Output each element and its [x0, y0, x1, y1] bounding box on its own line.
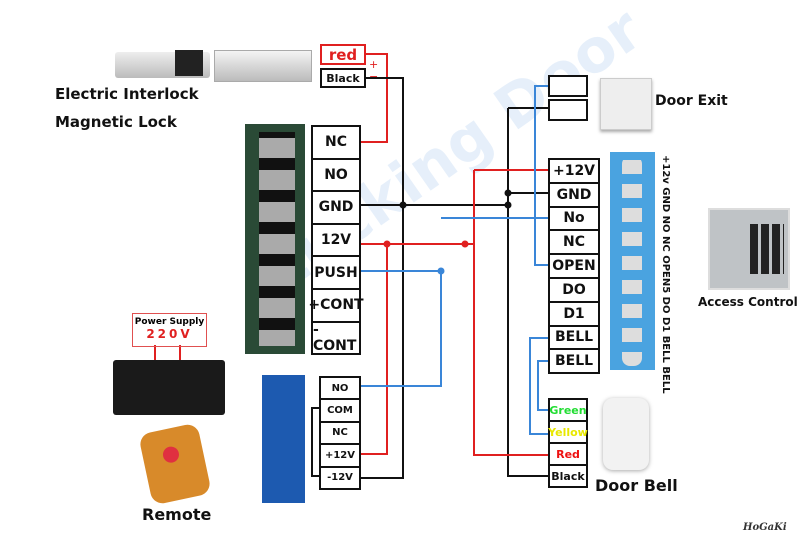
black-wire-lock: [361, 77, 404, 479]
bell-wire-label: Black: [548, 464, 588, 488]
controller-terminal-block: [610, 152, 655, 370]
junction-dot: [437, 267, 445, 275]
lock-wire-black: Black: [320, 68, 366, 88]
controller-terminal-label: NC: [548, 229, 600, 256]
power-supply-label: Power Supply: [134, 317, 205, 327]
controller-side-label: +12v GND NO NC OPEN5 DO D1 BELL BELL: [660, 155, 671, 394]
power-terminal-label: 12V: [311, 222, 361, 258]
relay-terminal-label: COM: [319, 398, 361, 423]
black-wire-exit: [507, 107, 548, 477]
bell-wire-label: Red: [548, 442, 588, 466]
relay-com-wire: [311, 407, 319, 477]
controller-terminal-label: OPEN: [548, 253, 600, 279]
junction-dot: [383, 240, 391, 248]
plus-sign: +: [369, 58, 378, 71]
relay-terminal-label: +12V: [319, 443, 361, 468]
relay-terminal-label: NO: [319, 376, 361, 401]
door-exit-title: Door Exit: [655, 93, 728, 109]
voltage-label: 220V: [146, 327, 193, 341]
remote-button: [161, 445, 181, 465]
door-exit-button-image: [600, 78, 652, 130]
power-terminal-label: GND: [311, 190, 361, 225]
blue-open-wire: [534, 85, 548, 266]
relay-terminal-label: -12V: [319, 465, 361, 490]
junction-dot: [399, 201, 407, 209]
power-supply-image: [113, 360, 225, 415]
junction-dot: [461, 240, 469, 248]
blue-push-wire: [361, 217, 548, 387]
door-exit-terminal-1: [548, 75, 588, 97]
minus-sign: −: [369, 70, 378, 83]
red-wire-lock: [361, 53, 388, 143]
bell-wire-label: Yellow: [548, 420, 588, 444]
red-12v-wire: [361, 169, 548, 456]
door-exit-terminal-2: [548, 99, 588, 121]
remote-title: Remote: [142, 505, 212, 524]
power-terminal-block: [245, 124, 305, 354]
bell-wire-label: Green: [548, 398, 588, 422]
relay-module-image: [262, 375, 305, 503]
door-bell-title: Door Bell: [595, 476, 678, 495]
relay-terminal-label: NC: [319, 420, 361, 446]
controller-terminal-label: BELL: [548, 324, 600, 351]
access-control-keypad-image: [708, 208, 790, 290]
power-terminal-label: NO: [311, 157, 361, 193]
power-terminal-label: - CONT: [311, 320, 361, 356]
power-supply-leads: [154, 345, 181, 362]
power-supply-label-box: Power Supply 220V: [132, 313, 207, 347]
controller-terminal-label: BELL: [548, 348, 600, 375]
lock-wire-red: red: [320, 44, 366, 65]
controller-terminal-label: GND: [548, 181, 600, 208]
door-bell-image: [603, 398, 649, 470]
hogaki-logo: HoGaKi: [743, 522, 787, 533]
controller-terminal-label: D1: [548, 300, 600, 327]
controller-terminal-label: +12V: [548, 158, 600, 184]
interlock-title: Electric Interlock: [55, 85, 199, 103]
access-control-title: Access Control: [698, 295, 798, 309]
junction-dot: [504, 201, 512, 209]
power-terminal-label: +CONT: [308, 288, 364, 323]
junction-dot: [504, 189, 512, 197]
blue-bell-wires: [529, 337, 548, 435]
power-terminal-label: PUSH: [311, 255, 361, 290]
controller-terminal-label: No: [548, 205, 600, 232]
maglock-title: Magnetic Lock: [55, 113, 177, 131]
controller-terminal-label: DO: [548, 277, 600, 303]
interlock-label-plate: [175, 50, 203, 76]
magnetic-lock-image: [214, 50, 312, 82]
power-terminal-label: NC: [311, 125, 361, 160]
